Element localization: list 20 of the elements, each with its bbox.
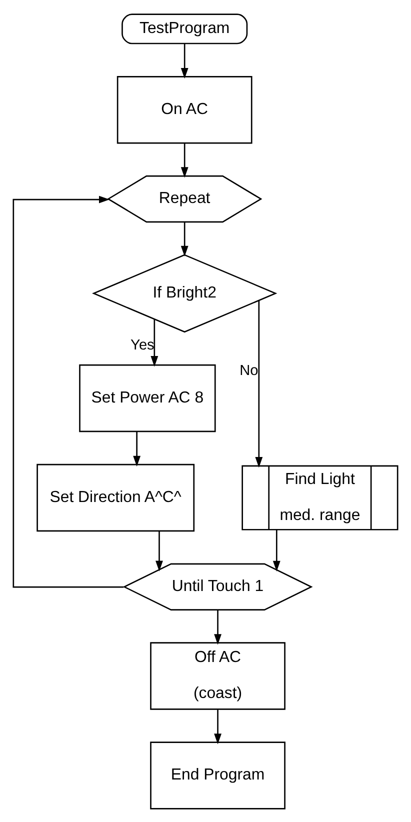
node-box: Set Direction A^C^ [36,463,195,532]
arrow [133,431,141,466]
node-box: On AC [116,76,252,144]
arrow [214,709,222,744]
arrow [150,318,158,366]
arrow [156,530,163,571]
edge-label: Yes [130,337,154,354]
node-diamond: If Bright2 [92,254,278,332]
arrow [272,529,280,572]
edge-label: No [240,362,258,378]
arrow [180,142,188,178]
arrow [180,43,188,78]
arrow [180,221,188,256]
arrow [255,300,263,468]
node-box: Off AC (coast) [150,642,286,710]
node-box: End Program [150,741,286,809]
arrow [12,195,124,588]
node-box: Set Power AC 8 [79,364,216,432]
node-box: TestProgram [122,13,248,44]
arrow [214,609,222,644]
